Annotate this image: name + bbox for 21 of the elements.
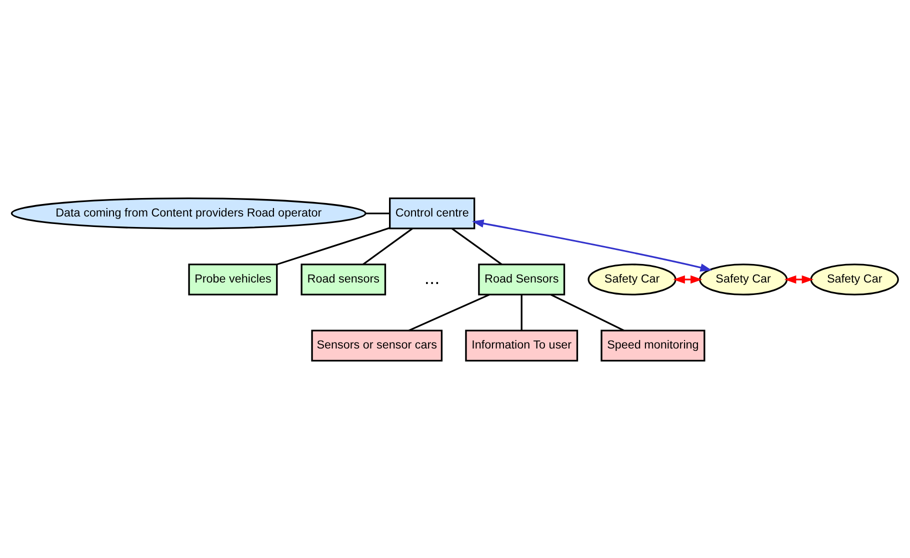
connector bbox=[550, 293, 624, 331]
connector bbox=[366, 212, 390, 214]
node-ellipse: Safety Car bbox=[588, 263, 676, 295]
node-box: Control centre bbox=[389, 197, 476, 229]
node-box: Probe vehicles bbox=[188, 263, 278, 295]
node-box: Sensors or sensor cars bbox=[311, 329, 443, 361]
connector bbox=[451, 227, 502, 265]
node-box: Road Sensors bbox=[478, 263, 566, 295]
arrow bbox=[472, 218, 712, 272]
node-box: Information To user bbox=[465, 329, 578, 361]
node-ellipse: Data coming from Content providers Road operator bbox=[10, 197, 366, 229]
connector bbox=[276, 226, 390, 265]
arrow bbox=[673, 274, 702, 284]
label: ... bbox=[424, 266, 440, 288]
connector bbox=[362, 227, 413, 265]
node-box: Speed monitoring bbox=[600, 329, 706, 361]
node-box: Road sensors bbox=[300, 263, 386, 295]
connector bbox=[408, 293, 490, 331]
connector bbox=[520, 294, 522, 330]
arrow bbox=[784, 274, 814, 284]
node-ellipse: Safety Car bbox=[810, 263, 899, 295]
